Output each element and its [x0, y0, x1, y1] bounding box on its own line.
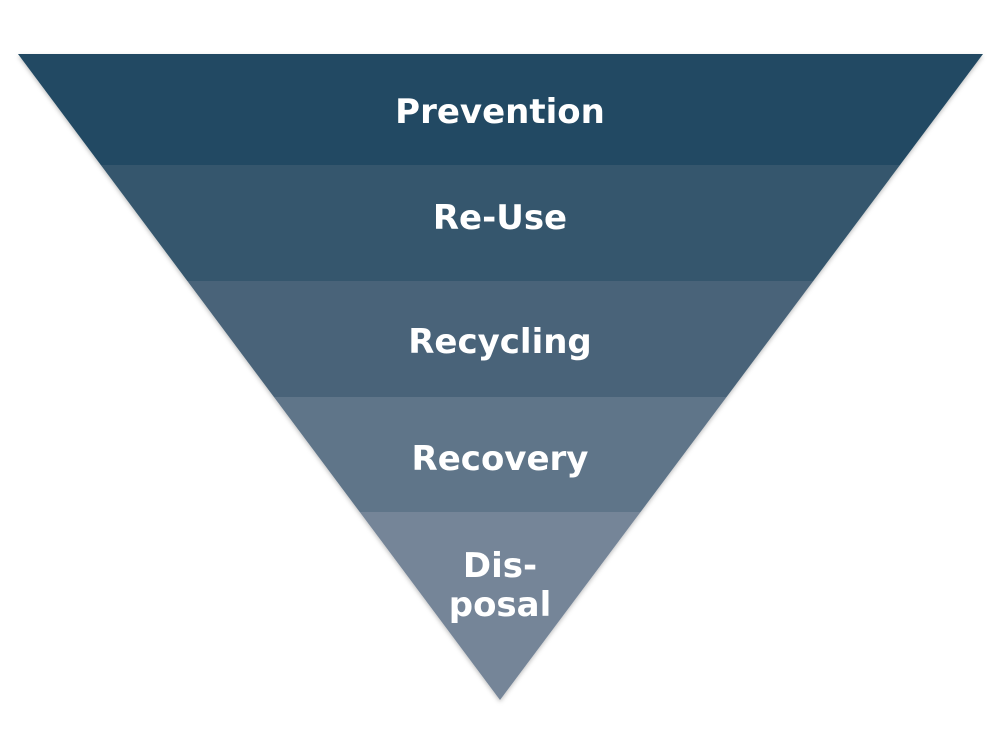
band-prevention	[18, 54, 983, 165]
label-recovery: Recovery	[412, 439, 589, 479]
label-re-use: Re-Use	[433, 198, 567, 238]
label-recycling: Recycling	[408, 322, 592, 362]
label-disposal-line1: Dis-	[463, 546, 537, 586]
band-re-use	[18, 165, 983, 281]
label-disposal-line2: posal	[449, 585, 552, 625]
label-prevention: Prevention	[395, 92, 605, 132]
